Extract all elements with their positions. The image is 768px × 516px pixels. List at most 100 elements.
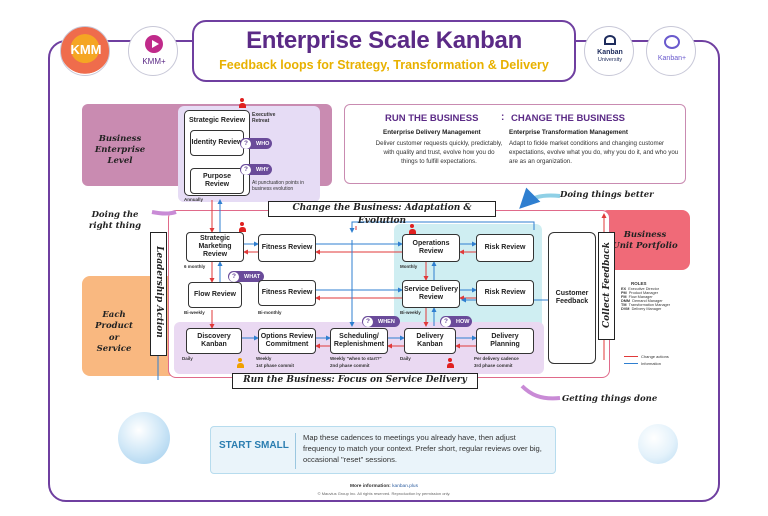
monthly-label: Monthly	[400, 264, 418, 269]
dvm-person-icon	[446, 358, 454, 368]
pm-person-icon	[238, 222, 246, 232]
doing-things-better-label: Doing things better	[560, 190, 654, 200]
identity-review-label: Identity Review	[191, 138, 243, 146]
fitness-review-top-box: Fitness Review	[258, 234, 316, 262]
question-icon: ?	[241, 138, 251, 149]
kmm-plus-text: KMM+	[142, 57, 166, 66]
daily-right-label: Daily	[400, 356, 411, 361]
service-delivery-review-label: Service Delivery Review	[403, 285, 459, 301]
ku-icon	[604, 35, 616, 45]
ku-text-2: University	[597, 57, 623, 63]
product-service-label: Each Product or Service	[95, 310, 133, 355]
run-business-banner: Run the Business: Focus on Service Deliv…	[232, 373, 478, 389]
strategic-marketing-review-label: Strategic Marketing Review	[198, 234, 232, 259]
ops-person-icon	[408, 224, 416, 234]
decorative-orb-right	[638, 424, 678, 464]
bi-monthly-label: Bi-monthly	[258, 310, 282, 315]
risk-review-bottom-label: Risk Review	[484, 288, 526, 296]
ku-text-1: Kanban	[597, 49, 623, 56]
customer-feedback-label: Customer Feedback	[555, 289, 589, 305]
weekly-label: Weekly	[256, 356, 272, 361]
kanban-plus-logo: Kanban+	[646, 26, 696, 76]
doing-right-thing-label: Doing the right thing	[88, 210, 142, 232]
curve-right-thing	[151, 210, 177, 216]
run-change-colon: :	[501, 112, 505, 123]
how-label: HOW	[456, 318, 470, 325]
annually-label: Annually	[184, 197, 204, 202]
flow-review-box: Flow Review	[188, 282, 242, 308]
run-subheading: Enterprise Delivery Management	[383, 129, 481, 136]
six-monthly-label: 6 monthly	[184, 264, 206, 269]
risk-review-top-box: Risk Review	[476, 234, 534, 262]
strategic-review-label: Strategic Review	[188, 117, 246, 124]
start-small-heading: START SMALL	[219, 440, 289, 451]
curve-doing-better	[519, 187, 561, 209]
roles-item: DMM Demand Manager	[621, 299, 663, 303]
question-icon: ?	[229, 271, 239, 282]
legend-info-line	[624, 363, 638, 364]
business-enterprise-label: Business Enterprise Level	[94, 134, 146, 167]
delivery-planning-label: Delivery Planning	[490, 332, 520, 348]
arrow-feedback-up	[349, 221, 535, 233]
start-small-divider	[295, 433, 296, 469]
service-delivery-review-box: Service Delivery Review	[402, 280, 460, 308]
more-info-line: More information: kanban.plus	[0, 484, 768, 489]
identity-review-box: Identity Review	[190, 130, 244, 156]
third-commit-label: 3rd phase commit	[474, 363, 513, 368]
change-text: Adapt to fickle market conditions and ch…	[509, 140, 679, 165]
why-question-pill: ? WHY	[240, 164, 272, 175]
business-unit-label: Business Unit Portfolio	[612, 230, 678, 252]
operations-review-label: Operations Review	[412, 239, 450, 255]
discovery-kanban-label: Discovery Kanban	[197, 332, 231, 348]
how-question-pill: ? HOW	[440, 316, 472, 327]
flow-review-label: Flow Review	[193, 290, 236, 298]
curve-getting-done	[520, 384, 561, 401]
run-text: Deliver customer requests quickly, predi…	[375, 140, 503, 165]
copyright: © Mauvius Group Inc. All rights reserved…	[317, 491, 451, 496]
kanban-plus-text: Kanban+	[657, 55, 687, 62]
kmm-logo-text: KMM	[70, 42, 102, 57]
delivery-kanban-box: Delivery Kanban	[404, 328, 456, 354]
kmm-logo: KMM	[60, 26, 110, 76]
roles-item: FM Flow Manager	[621, 295, 653, 299]
first-commit-label: 1st phase commit	[256, 363, 295, 368]
leadership-action-banner	[150, 232, 167, 356]
who-label: WHO	[256, 140, 270, 147]
kmm-plus-logo: KMM+	[128, 26, 178, 76]
what-label: WHAT	[244, 273, 261, 280]
who-question-pill: ? WHO	[240, 138, 272, 149]
when-label: WHEN	[378, 318, 395, 325]
punctuation-note: At punctuation points in business evolut…	[252, 180, 304, 192]
change-business-banner: Change the Business: Adaptation & Evolut…	[268, 201, 496, 226]
kanban-plus-icon	[664, 35, 680, 49]
start-small-text: Map these cadences to meetings you alrea…	[303, 433, 542, 464]
question-icon: ?	[241, 164, 251, 175]
run-business-banner-text: Run the Business: Focus on Service Deliv…	[243, 375, 467, 385]
legend-info-label: Information	[641, 361, 662, 366]
title-box: Enterprise Scale Kanban Feedback loops f…	[192, 20, 576, 82]
delivery-kanban-label: Delivery Kanban	[416, 332, 444, 348]
run-heading: RUN THE BUSINESS	[385, 113, 479, 124]
executive-person-icon	[238, 98, 246, 108]
roles-legend: ROLES EX Executive Director PM Product M…	[621, 281, 691, 333]
collect-feedback-text: Collect Feedback	[602, 242, 612, 328]
scheduling-label: Scheduling/ Replenishment	[333, 332, 385, 348]
legend-change-label: Change actions	[641, 354, 669, 359]
more-info-link[interactable]: kanban.plus	[392, 484, 418, 489]
executive-retreat-label: Executive Retreat	[252, 112, 276, 124]
discovery-kanban-box: Discovery Kanban	[186, 328, 242, 354]
daily-left-label: Daily	[182, 356, 193, 361]
why-label: WHY	[256, 166, 269, 173]
delivery-planning-box: Delivery Planning	[476, 328, 534, 354]
question-icon: ?	[363, 316, 373, 327]
second-commit-label: 2nd phase commit	[330, 363, 370, 368]
kanban-university-logo: Kanban University	[584, 26, 634, 76]
options-review-label: Options Review Commitment	[260, 332, 314, 348]
bi-weekly-left-label: Bi-weekly	[184, 310, 205, 315]
page-title: Enterprise Scale Kanban	[246, 27, 522, 54]
question-icon: ?	[441, 316, 451, 327]
roles-title: ROLES	[631, 281, 647, 286]
customer-feedback-box: Customer Feedback	[548, 232, 596, 364]
change-subheading: Enterprise Transformation Management	[509, 129, 628, 136]
when-question-pill: ? WHEN	[362, 316, 400, 327]
